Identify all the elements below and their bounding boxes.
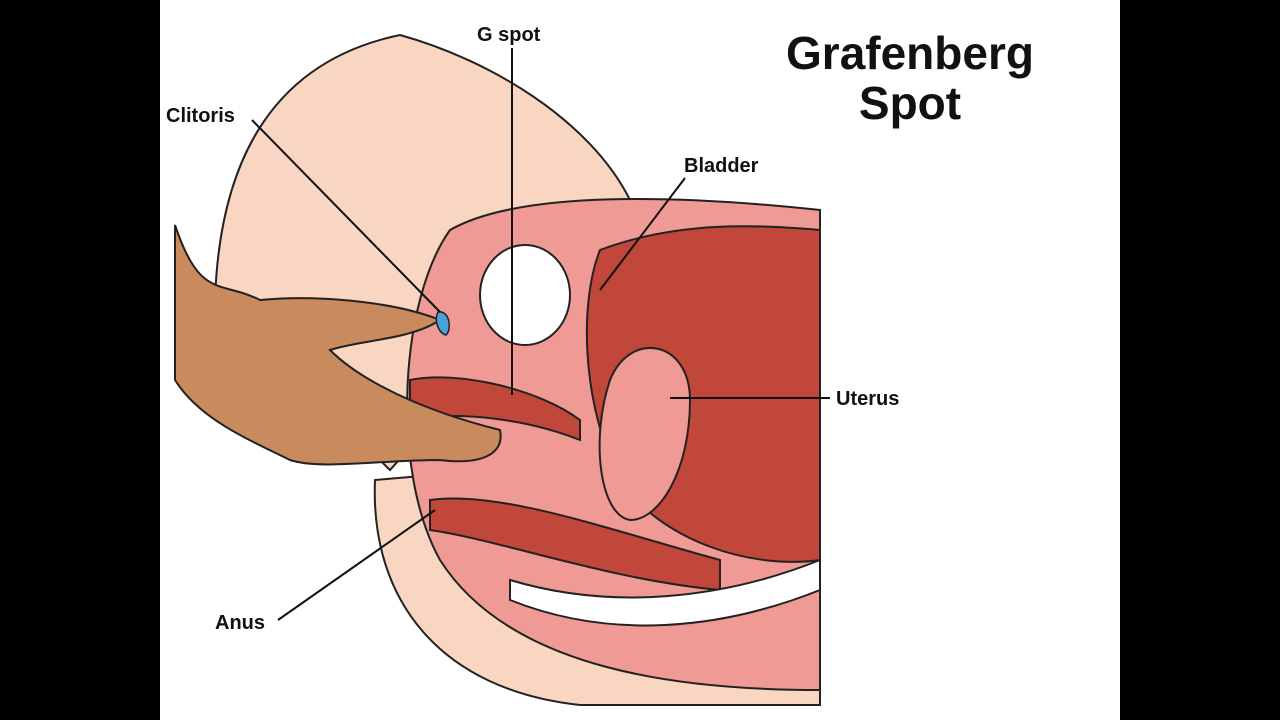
hand: [174, 224, 502, 466]
label-clitoris: Clitoris: [166, 105, 235, 127]
label-g-spot: G spot: [477, 24, 541, 46]
bladder-shape: [479, 244, 571, 346]
anus-pointer: [277, 509, 436, 621]
bladder-pointer: [599, 177, 686, 291]
uterus-body: [598, 346, 692, 522]
title-line-1: Grafenberg: [786, 27, 1034, 79]
clitoris-pointer: [251, 119, 441, 313]
diagram-canvas: Grafenberg Spot G spot Clitoris Bladder …: [160, 0, 1120, 720]
diagram-title: Grafenberg Spot: [765, 28, 1055, 128]
label-uterus: Uterus: [836, 388, 900, 410]
title-line-2: Spot: [858, 77, 962, 129]
label-anus: Anus: [215, 612, 265, 634]
label-bladder: Bladder: [684, 155, 759, 177]
spine: [509, 558, 821, 627]
anatomy-illustration: [174, 33, 830, 706]
clitoris-shape: [435, 311, 451, 336]
